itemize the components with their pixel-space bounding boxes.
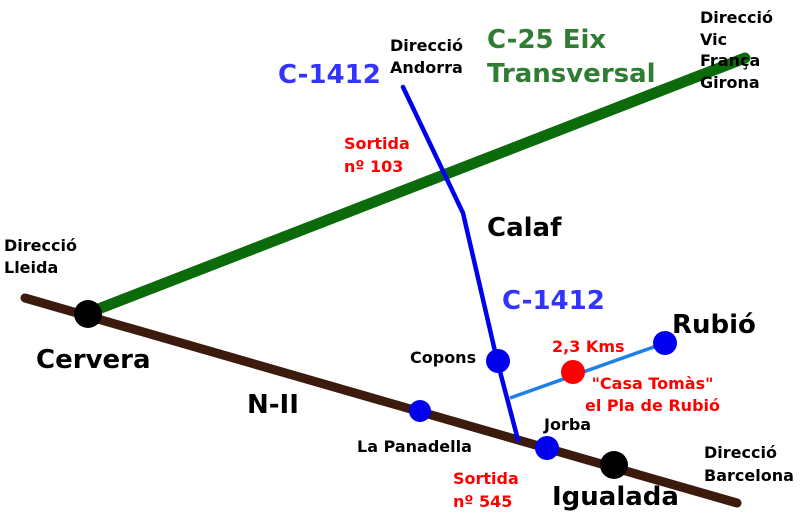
label-distance: 2,3 Kms (552, 337, 625, 356)
label-dir-andorra: Direcció Andorra (390, 36, 463, 77)
label-rubio: Rubió (672, 310, 756, 340)
marker-jorba (535, 436, 559, 460)
marker-panadella (409, 400, 431, 422)
marker-casa-tomas (561, 360, 585, 384)
label-jorba: Jorba (544, 415, 592, 434)
road-c25 (82, 52, 751, 319)
label-cervera: Cervera (36, 345, 151, 375)
label-exit-103: Sortida nº 103 (344, 134, 410, 177)
label-copons: Copons (410, 348, 477, 367)
marker-copons (486, 349, 510, 373)
marker-rubio (653, 331, 677, 355)
label-dir-lleida: Direcció Lleida (4, 236, 77, 278)
marker-igualada (600, 451, 628, 479)
road-c1412 (400, 84, 521, 443)
label-dir-barcelona: Direcció Barcelona (704, 443, 794, 486)
label-n2: N-II (247, 390, 299, 420)
label-casa-tomas: "Casa Tomàs" el Pla de Rubió (585, 374, 720, 415)
label-calaf: Calaf (487, 213, 562, 243)
label-exit-545: Sortida nº 545 (453, 469, 519, 512)
road-branch-rubio (509, 341, 666, 400)
label-igualada: Igualada (552, 482, 679, 512)
marker-cervera (74, 300, 102, 328)
label-panadella: La Panadella (357, 437, 472, 456)
label-c1412-mid: C-1412 (502, 286, 605, 316)
label-dir-vic: Direcció Vic França Girona (700, 8, 773, 92)
label-c25: C-25 Eix Transversal (487, 25, 656, 89)
label-c1412-top: C-1412 (278, 60, 381, 90)
